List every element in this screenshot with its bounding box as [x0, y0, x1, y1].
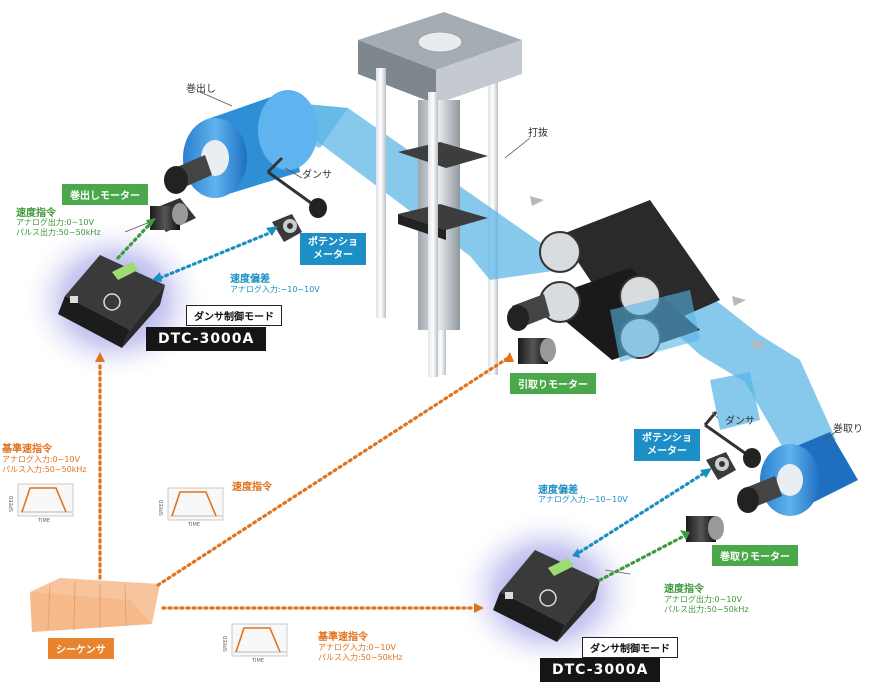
c1-speed-cmd-analog: アナログ出力:0~10V: [16, 218, 94, 227]
link-arrowheads: [95, 218, 712, 613]
c2-speed-cmd-title: 速度指令: [664, 584, 704, 595]
speed-graph-bottom: [231, 623, 288, 657]
graph-mid-ylabel: SPEED: [159, 499, 165, 516]
pot-meter-1-tag-line2: メーター: [313, 250, 353, 261]
graph-bottom-xlabel: TIME: [251, 658, 264, 664]
label-dancer-right: ダンサ: [725, 416, 755, 427]
speed-graph-left: [17, 483, 74, 517]
c2-deviation-analog: アナログ入力:−10~10V: [538, 495, 628, 504]
c2-deviation-title: 速度偏差: [538, 485, 578, 496]
press-head-side: [436, 40, 522, 104]
graph-left-ylabel: SPEED: [9, 495, 15, 512]
pull-rollers: [539, 200, 720, 362]
speed-graph-mid: [167, 487, 224, 521]
graph-mid-xlabel: TIME: [187, 522, 200, 528]
label-rewind: 巻取り: [833, 424, 863, 435]
press-pillar: [428, 92, 438, 377]
speed-mid-title: 速度指令: [232, 482, 272, 493]
dancer-top: [266, 156, 319, 210]
dancer-right-roller: [743, 448, 761, 468]
press-cylinder: [417, 31, 463, 53]
sequencer-device: [30, 578, 160, 632]
flow-arrows: [530, 196, 766, 350]
link-rewind-speed-cmd: [598, 533, 688, 582]
unwind-motor-tag: 巻出しモーター: [62, 184, 148, 205]
unwind-shaft: [164, 155, 212, 194]
rewind-motor-tag: 巻取りモーター: [712, 545, 798, 566]
rewind-motor: [686, 516, 724, 542]
ref-left-analog: アナログ入力:0~10V: [2, 455, 80, 464]
press-pillar: [376, 68, 386, 318]
c2-model-label: DTC-3000A: [540, 658, 661, 682]
pull-shaft: [507, 294, 550, 331]
c1-deviation-title: 速度偏差: [230, 274, 270, 285]
pot-meter-1-tag-line1: ポテンショ: [308, 237, 358, 248]
speed-graph-axis-labels: TIME SPEED TIME SPEED TIME SPEED: [9, 495, 264, 664]
c1-speed-cmd-pulse: パルス出力:50~50kHz: [16, 228, 101, 237]
link-deviation-1: [158, 230, 274, 280]
c1-deviation-analog: アナログ入力:−10~10V: [230, 285, 320, 294]
ref-bottom-analog: アナログ入力:0~10V: [318, 643, 396, 652]
web-film: [230, 100, 836, 460]
rewind-roll: [760, 432, 858, 516]
unwind-motor: [150, 198, 196, 232]
ref-left-title: 基準速指令: [2, 444, 52, 455]
c1-mode-label: ダンサ制御モード: [186, 305, 282, 326]
pull-motor-tag: 引取りモーター: [510, 373, 596, 394]
label-punch: 打抜: [528, 128, 548, 139]
c2-mode-label: ダンサ制御モード: [582, 637, 678, 658]
dancer-top-roller: [309, 198, 327, 218]
graph-left-xlabel: TIME: [37, 518, 50, 524]
ref-left-pulse: パルス入力:50~50kHz: [2, 465, 87, 474]
press-head-front: [358, 40, 436, 104]
c2-speed-cmd-pulse: パルス出力:50~50kHz: [664, 605, 749, 614]
press-die-upper: [398, 142, 488, 168]
c1-speed-cmd-title: 速度指令: [16, 208, 56, 219]
pull-motor: [518, 338, 556, 364]
pot-meter-1: [272, 214, 302, 242]
controller-2-device: [493, 550, 600, 642]
link-deviation-2: [578, 470, 708, 554]
ref-bottom-title: 基準速指令: [318, 632, 368, 643]
signal-links: [98, 224, 708, 610]
unwind-roll: [183, 90, 318, 198]
c2-speed-cmd-analog: アナログ出力:0~10V: [664, 595, 742, 604]
pot-meter-2: [706, 452, 736, 480]
pot-meter-2-tag: ポテンショ メーター: [634, 429, 700, 461]
graph-bottom-ylabel: SPEED: [223, 635, 229, 652]
ref-bottom-pulse: パルス入力:50~50kHz: [318, 653, 403, 662]
pot-meter-1-tag: ポテンショ メーター: [300, 233, 366, 265]
label-dancer-top: ダンサ: [302, 170, 332, 181]
sequencer-tag: シーケンサ: [48, 638, 114, 659]
pot-meter-2-tag-line2: メーター: [647, 446, 687, 457]
press-die-lower: [398, 204, 488, 230]
link-speed-mid: [156, 356, 510, 587]
pot-meter-2-tag-line1: ポテンショ: [642, 433, 692, 444]
link-unwind-speed-cmd: [116, 224, 150, 260]
rewind-shaft: [737, 476, 782, 513]
c1-model-label: DTC-3000A: [146, 327, 267, 351]
controller-1-device: [58, 255, 165, 348]
label-unwind: 巻出し: [186, 84, 216, 95]
